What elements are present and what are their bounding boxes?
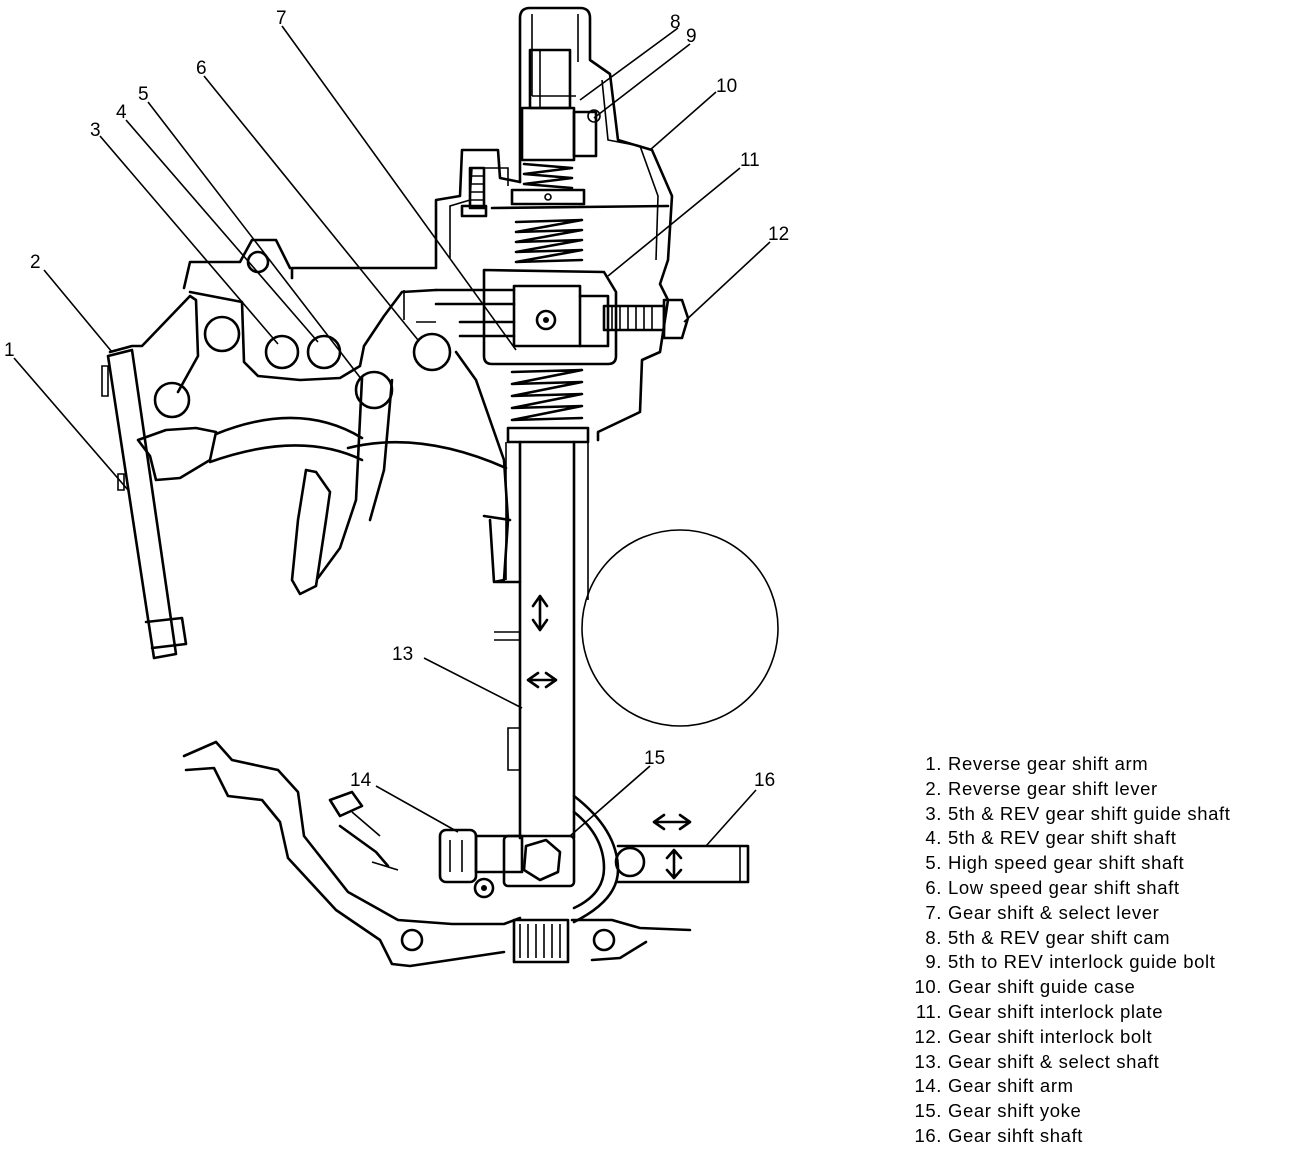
- shift-cam: [520, 48, 601, 162]
- legend-text: High speed gear shift shaft: [948, 852, 1185, 874]
- legend-item: 10. Gear shift guide case: [898, 975, 1308, 1000]
- legend-number: 14.: [914, 1075, 942, 1097]
- legend-item: 6. Low speed gear shift shaft: [898, 876, 1308, 901]
- legend-number: 13.: [914, 1050, 942, 1072]
- legend-item: 5. High speed gear shift shaft: [898, 851, 1308, 876]
- legend-text: Gear shift arm: [948, 1075, 1074, 1097]
- callout-14: 14: [350, 770, 372, 791]
- legend-item: 11. Gear shift interlock plate: [898, 1000, 1308, 1025]
- callout-labels: 1 2 3 4 5 6 7 8 9 10 11 12 13 14 15 16: [4, 8, 789, 791]
- legend-number: 1.: [925, 753, 942, 774]
- callout-12: 12: [768, 224, 789, 245]
- legend-item: 14. Gear shift arm: [898, 1074, 1308, 1099]
- legend-text: 5th to REV interlock guide bolt: [948, 951, 1216, 973]
- callout-4: 4: [116, 102, 127, 123]
- legend-number: 9.: [925, 951, 942, 973]
- legend-number: 15.: [914, 1100, 942, 1122]
- callout-5: 5: [138, 84, 149, 105]
- callout-8: 8: [670, 12, 681, 33]
- gear-shift-shaft: [614, 813, 750, 884]
- callout-11: 11: [740, 150, 760, 171]
- legend-item: 12. Gear shift interlock bolt: [898, 1025, 1308, 1050]
- legend-text: Low speed gear shift shaft: [948, 876, 1180, 898]
- legend-item: 13. Gear shift & select shaft: [898, 1050, 1308, 1075]
- legend-item: 3. 5th & REV gear shift guide shaft: [898, 802, 1308, 827]
- legend-item: 2. Reverse gear shift lever: [898, 777, 1308, 802]
- legend-number: 3.: [925, 802, 942, 824]
- callout-3: 3: [90, 120, 101, 141]
- legend-number: 2.: [925, 777, 942, 799]
- legend-item: 9. 5th to REV interlock guide bolt: [898, 950, 1308, 975]
- legend-number: 6.: [925, 876, 942, 898]
- legend-text: Gear shift guide case: [948, 976, 1136, 998]
- legend-item: 1. Reverse gear shift arm: [898, 752, 1308, 777]
- legend-number: 8.: [925, 926, 942, 948]
- legend-item: 16. Gear sihft shaft: [898, 1124, 1308, 1149]
- parts-legend: 1. Reverse gear shift arm 2. Reverse gear …: [898, 752, 1308, 1149]
- leader-lines: [13, 25, 771, 847]
- legend-text: Gear shift yoke: [948, 1100, 1082, 1122]
- legend-number: 11.: [915, 1000, 942, 1022]
- legend-text: Reverse gear shift lever: [948, 777, 1158, 799]
- legend-text: Gear shift & select shaft: [948, 1050, 1160, 1072]
- legend-text: 5th & REV gear shift cam: [948, 926, 1171, 948]
- legend-item: 8. 5th & REV gear shift cam: [898, 926, 1308, 951]
- callout-10: 10: [716, 76, 737, 97]
- legend-item: 7. Gear shift & select lever: [898, 901, 1308, 926]
- legend-item: 4. 5th & REV gear shift shaft: [898, 826, 1308, 851]
- legend-item: 15. Gear shift yoke: [898, 1099, 1308, 1124]
- legend-text: Reverse gear shift arm: [948, 753, 1149, 774]
- legend-text: 5th & REV gear shift guide shaft: [948, 802, 1231, 824]
- callout-9: 9: [686, 26, 697, 47]
- legend-text: Gear shift interlock bolt: [948, 1025, 1153, 1047]
- legend-text: Gear shift interlock plate: [948, 1000, 1164, 1022]
- gear-outline: [581, 529, 779, 727]
- callout-15: 15: [644, 748, 665, 769]
- legend-text: Gear shift & select lever: [948, 901, 1160, 923]
- lower-spring: [506, 368, 590, 444]
- legend-number: 10.: [914, 976, 942, 998]
- lower-housing: [182, 740, 692, 968]
- shift-arm: [438, 828, 524, 899]
- legend-number: 4.: [925, 827, 942, 849]
- legend-text: Gear sihft shaft: [948, 1124, 1084, 1146]
- select-lever-housing: [434, 268, 690, 366]
- callout-7: 7: [276, 8, 287, 29]
- legend-number: 5.: [925, 852, 942, 874]
- legend-number: 16.: [914, 1124, 942, 1146]
- callout-16: 16: [754, 770, 775, 791]
- legend-number: 7.: [925, 901, 942, 923]
- callout-6: 6: [196, 58, 207, 79]
- callout-1: 1: [4, 340, 15, 361]
- guide-case: [290, 6, 674, 442]
- callout-13: 13: [392, 644, 413, 665]
- upper-spring: [460, 162, 670, 264]
- callout-2: 2: [30, 252, 41, 273]
- legend-text: 5th & REV gear shift shaft: [948, 827, 1177, 849]
- select-shaft: [494, 440, 589, 840]
- reverse-shift-lever: [101, 294, 200, 660]
- shift-forks: [136, 238, 522, 596]
- legend-number: 12.: [914, 1025, 942, 1047]
